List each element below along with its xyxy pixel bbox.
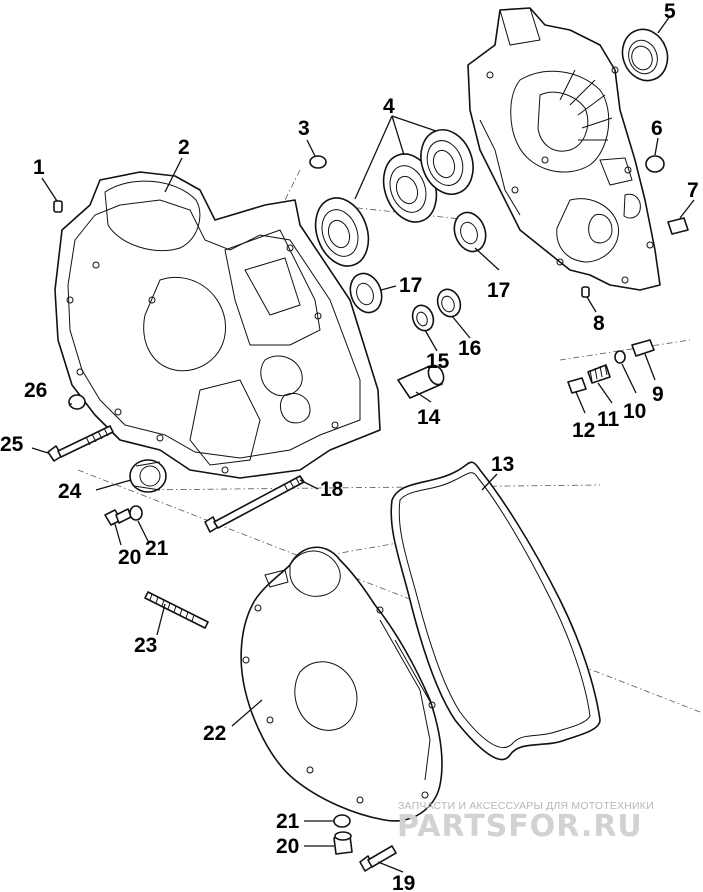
washer-part-21-upper [129,505,143,521]
crankcase-left-half [54,171,381,479]
clutch-cover-part-22 [240,546,443,822]
dowel-pin-part-1 [53,200,63,213]
callout-25: 25 [0,433,24,456]
callout-16: 16 [458,337,481,360]
plunger-set-parts-9-12 [567,339,655,394]
plug-part-7 [667,217,689,235]
callout-23: 23 [134,634,157,657]
stud-part-23 [144,591,209,629]
watermark: ЗАПЧАСТИ И АКСЕССУАРЫ ДЛЯ МОТОТЕХНИКИ PA… [397,800,654,844]
seal-part-15 [411,304,435,332]
callout-22: 22 [203,722,226,745]
callout-17-b: 17 [487,279,510,302]
callout-5: 5 [664,0,676,23]
callout-19: 19 [392,872,415,892]
callout-18: 18 [320,478,344,501]
bolt-part-19 [359,845,397,872]
pin-part-8 [581,286,590,298]
callout-8: 8 [593,312,605,335]
callout-4: 4 [383,95,395,118]
callout-15: 15 [426,350,450,373]
callout-13: 13 [491,453,514,476]
bearing-part-4-a [314,197,370,267]
oil-seal-part-5 [621,28,669,82]
sleeve-part-14 [397,364,445,399]
callout-2: 2 [178,136,190,159]
callout-21-a: 21 [145,537,169,560]
bolt-part-20-lower [333,831,353,855]
crankcase-right-half [467,7,661,291]
callout-3: 3 [298,117,310,140]
callout-20-b: 20 [276,835,299,858]
callout-14: 14 [417,406,441,429]
callout-1: 1 [33,156,45,179]
callout-21-b: 21 [276,810,300,833]
callout-17-a: 17 [399,274,422,297]
callout-6: 6 [651,117,663,140]
washer-part-21-lower [333,814,351,828]
callout-24: 24 [58,480,82,503]
dowel-pin-part-3 [309,155,327,169]
callout-12: 12 [572,419,595,442]
callout-9: 9 [652,383,664,406]
bearing-part-17-b [453,211,487,253]
gasket-part-13 [390,461,601,761]
bushing-part-24 [129,459,167,493]
bolt-part-25 [47,425,114,462]
callout-7: 7 [687,179,699,202]
washer-part-26 [68,394,86,410]
callout-20-a: 20 [118,546,141,569]
callout-11: 11 [597,408,620,431]
callout-10: 10 [623,400,646,423]
callout-26: 26 [24,379,47,402]
watermark-tagline: ЗАПЧАСТИ И АКСЕССУАРЫ ДЛЯ МОТОТЕХНИКИ [398,800,654,812]
bearing-part-16 [436,288,462,318]
watermark-brand: PARTSFOR.RU [397,809,643,844]
long-bolt-part-18 [204,475,305,533]
bearing-part-17-a [349,272,383,314]
leader-lines [31,15,695,873]
dowel-pin-part-6 [645,155,665,173]
bolt-part-20-upper [104,508,132,526]
